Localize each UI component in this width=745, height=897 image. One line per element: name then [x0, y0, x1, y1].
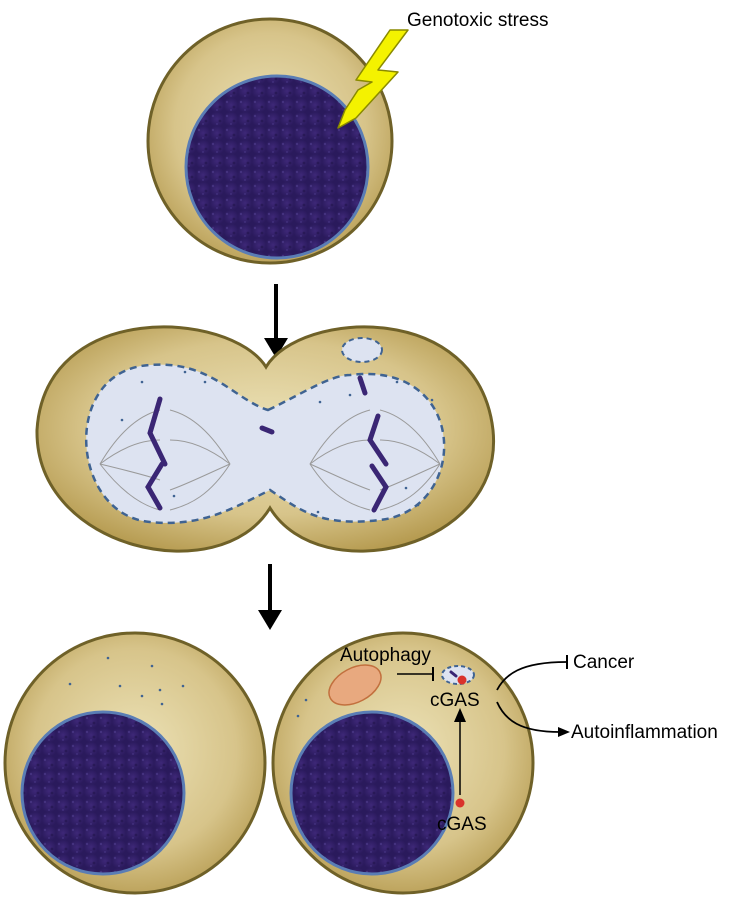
cgas-dot-micronucleus	[457, 675, 467, 685]
micronuclear-dna	[449, 670, 458, 678]
down-arrow-icon	[264, 284, 288, 358]
chromosomes-right	[367, 413, 389, 513]
cgas-micronucleus-label: cGAS	[430, 690, 480, 711]
autoinflammation-arrow-curve	[496, 701, 561, 733]
autophagy-label: Autophagy	[340, 645, 431, 666]
lagging-chromosome-center	[259, 425, 275, 435]
cytoplasmic-dots-dividing	[120, 370, 434, 514]
interphase-cell	[146, 17, 394, 265]
genotoxic-stress-label: Genotoxic stress	[407, 10, 549, 31]
right-arrow-icon	[558, 727, 570, 737]
nucleus-bottom-left	[20, 710, 186, 876]
autoinflammation-label: Autoinflammation	[571, 722, 718, 743]
nucleus-bottom-right	[289, 710, 455, 876]
micronucleus-dashed	[341, 337, 383, 363]
daughter-cell-right	[271, 631, 535, 895]
daughter-cell-left	[3, 631, 267, 895]
nucleus-top	[184, 74, 370, 260]
cancer-inhibit-curve	[496, 661, 567, 691]
cytoplasmic-dots-left	[68, 656, 185, 706]
lagging-chromosome-top	[357, 375, 368, 396]
nuclear-envelope-dashed	[85, 363, 446, 525]
cancer-label: Cancer	[573, 652, 635, 673]
cgas-dot-cytosolic	[455, 798, 465, 808]
down-arrow-icon	[258, 564, 282, 630]
autophagosome	[328, 664, 382, 706]
lightning-bolt-icon	[337, 29, 409, 129]
up-arrow-icon	[454, 708, 466, 722]
cgas-cytosolic-label: cGAS	[437, 814, 487, 835]
chromosomes-left	[145, 396, 168, 511]
dividing-cell	[35, 325, 495, 553]
